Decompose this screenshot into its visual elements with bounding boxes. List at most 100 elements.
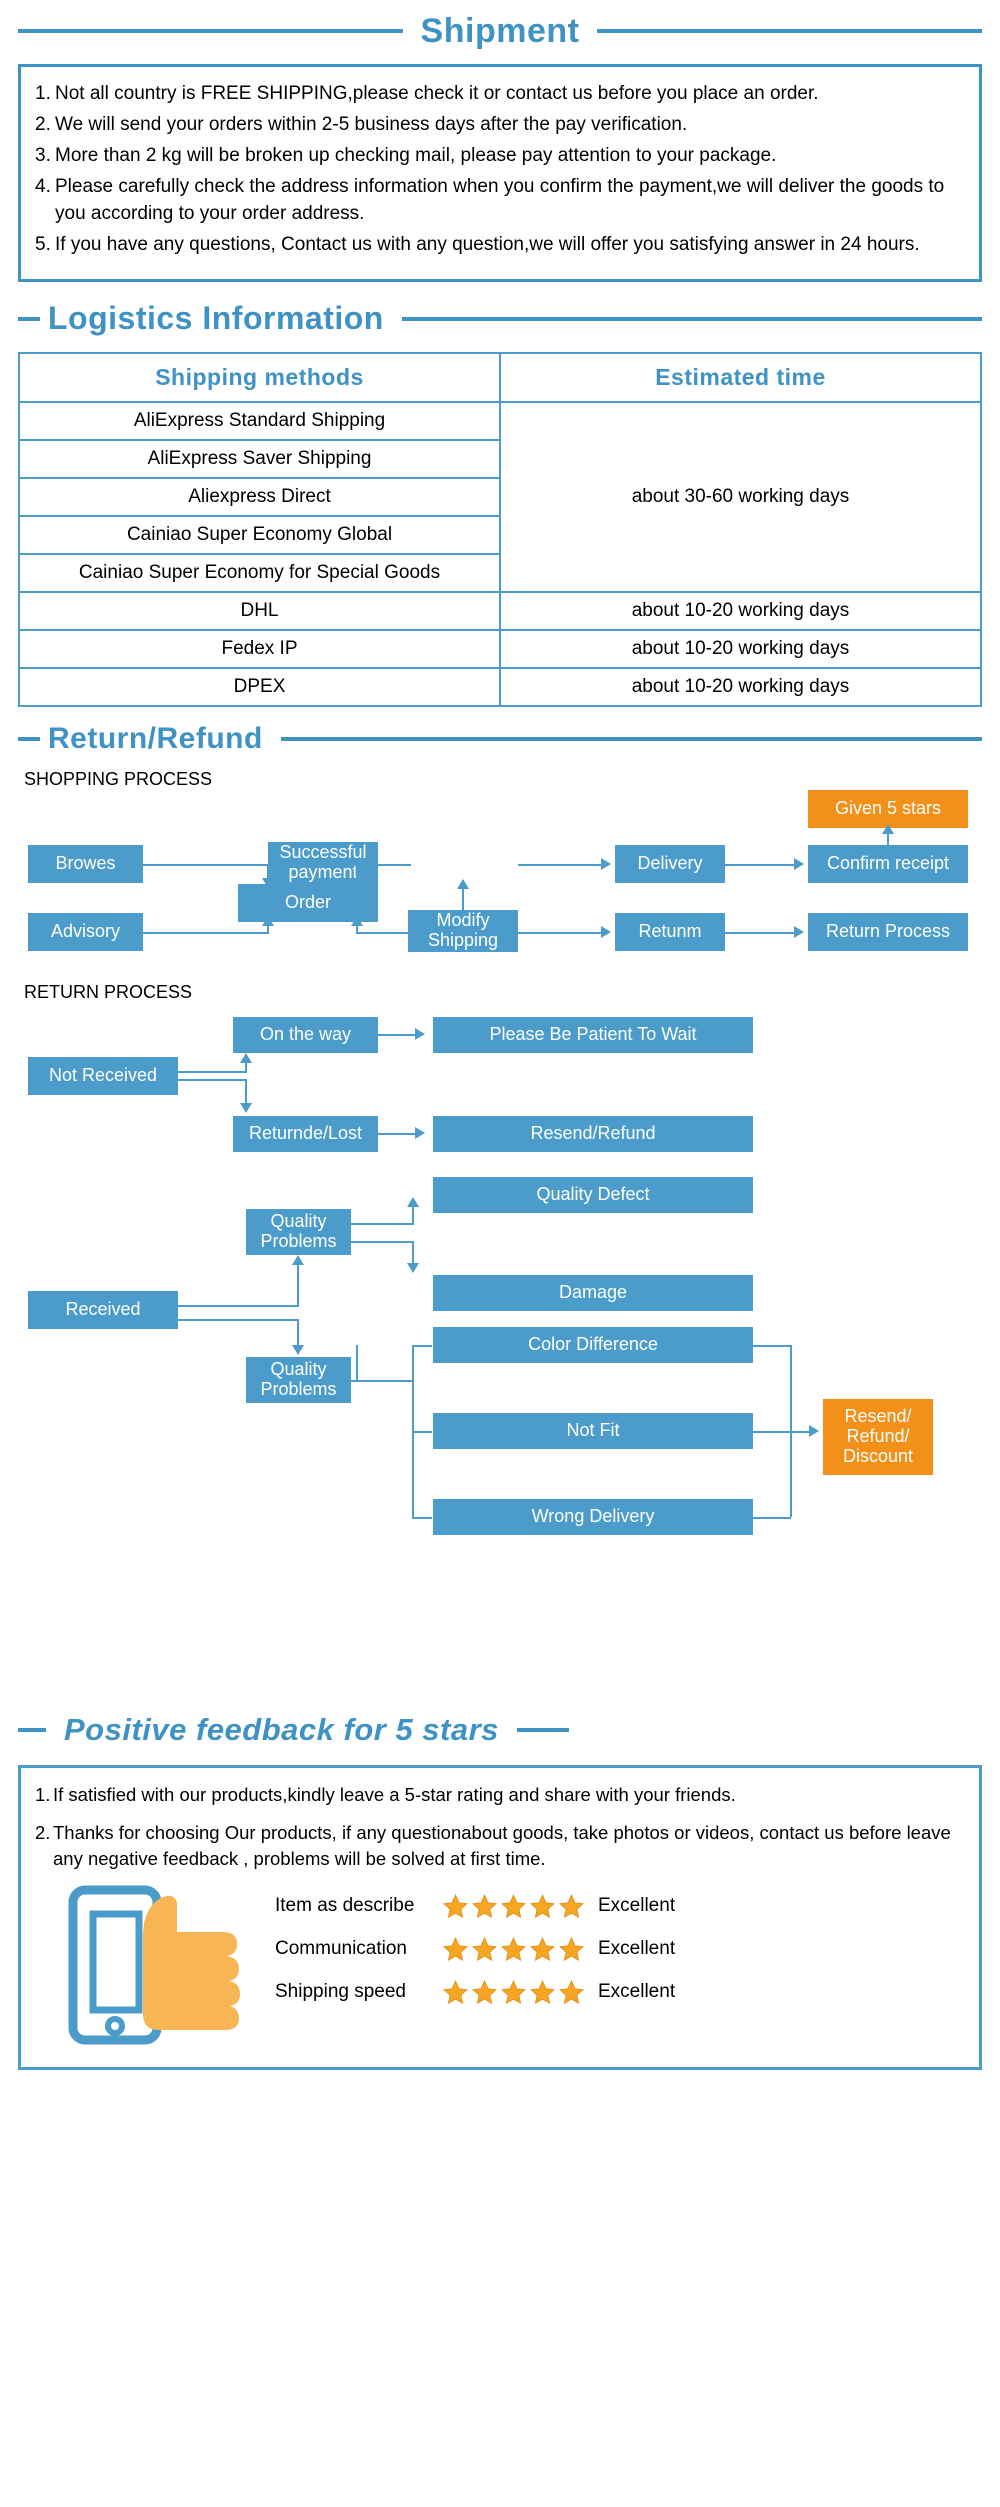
flow-node-damage[interactable]: Damage [433, 1274, 753, 1311]
connector-modify-to-retunm [518, 931, 603, 934]
heading-rule-left [18, 316, 40, 321]
rating-row-communication: Communication Excellent [275, 1936, 965, 1962]
star-rating-5 [443, 1979, 584, 2005]
connector-payment-to-delivery [518, 863, 603, 866]
connector-received-up [178, 1304, 298, 1307]
logistics-title: Logistics Information [48, 300, 384, 337]
connector-color-diff-to-rail [753, 1344, 791, 1347]
connector-wrong-delivery-to-rail [753, 1516, 791, 1519]
cell-method: Fedex IP [18, 628, 501, 669]
shopping-process-label: SHOPPING PROCESS [24, 768, 213, 789]
ratings-row: Item as describe Excellent Communication [35, 1884, 965, 2049]
flow-node-on-the-way[interactable]: On the way [233, 1016, 378, 1053]
flow-node-received[interactable]: Received [28, 1290, 178, 1329]
table-row: Cainiao Super Economy for Special Goods [18, 552, 981, 593]
return-process-flowchart: Not Received On the way Please Be Patien… [18, 1009, 982, 1689]
connector-vertical [356, 863, 358, 880]
heading-rule-left [18, 736, 40, 741]
rating-row-item-as-describe: Item as describe Excellent [275, 1893, 965, 1919]
rating-row-shipping-speed: Shipping speed Excellent [275, 1979, 965, 2005]
arrow-down-icon [407, 1262, 419, 1273]
flow-node-retunm[interactable]: Retunm [615, 912, 725, 951]
heading-rule-right [516, 1727, 569, 1732]
cell-method: AliExpress Standard Shipping [18, 400, 501, 441]
list-item: 3. More than 2 kg will be broken up chec… [35, 143, 963, 170]
feedback-section-heading: Positive feedback for 5 stars [0, 1705, 1000, 1755]
list-text: Please carefully check the address infor… [55, 175, 945, 224]
return-process-label: RETURN PROCESS [24, 981, 193, 1002]
flow-node-not-fit[interactable]: Not Fit [433, 1412, 753, 1449]
flow-node-quality-defect[interactable]: Quality Defect [433, 1176, 753, 1213]
star-icon [530, 1979, 555, 2004]
rating-verdict: Excellent [598, 1981, 676, 2003]
cell-method: DPEX [18, 666, 501, 707]
flow-node-be-patient[interactable]: Please Be Patient To Wait [433, 1016, 753, 1053]
star-icon [559, 1893, 584, 1918]
flow-node-not-received[interactable]: Not Received [28, 1056, 178, 1095]
flow-node-confirm-receipt[interactable]: Confirm receipt [808, 844, 968, 883]
connector-order-to-modify [356, 931, 411, 934]
table-row: Fedex IP about 10-20 working days [18, 628, 982, 669]
list-number: 1. [35, 1783, 51, 1805]
list-text: More than 2 kg will be broken up checkin… [55, 144, 777, 166]
phone-screen-icon [89, 1910, 143, 2014]
star-icon [501, 1979, 526, 2004]
cell-method: AliExpress Saver Shipping [18, 438, 501, 479]
ratings-list: Item as describe Excellent Communication [275, 1884, 965, 2023]
flow-node-browes[interactable]: Browes [28, 844, 143, 883]
star-icon [472, 1936, 497, 1961]
table-row: Cainiao Super Economy Global [18, 514, 981, 555]
flow-node-successful-payment[interactable]: Successful payment [268, 841, 378, 884]
star-icon [559, 1979, 584, 2004]
shopping-process-flowchart: Given 5 stars Browes Successful payment … [18, 789, 982, 960]
connector-to-not-fit [412, 1430, 432, 1433]
star-icon [443, 1936, 468, 1961]
flow-node-resend-refund[interactable]: Resend/Refund [433, 1115, 753, 1152]
feedback-panel: 1. If satisfied with our products,kindly… [18, 1764, 982, 2070]
shipment-title: Shipment [420, 11, 580, 50]
star-icon [501, 1893, 526, 1918]
flow-node-given-5-stars[interactable]: Given 5 stars [808, 789, 968, 828]
star-icon [530, 1936, 555, 1961]
connector-delivery-to-confirm [725, 863, 795, 866]
table-row: Aliexpress Direct [18, 476, 981, 517]
cell-estimated-time: about 10-20 working days [499, 590, 982, 631]
list-text: Not all country is FREE SHIPPING,please … [55, 83, 819, 104]
list-text: If satisfied with our products,kindly le… [53, 1783, 736, 1805]
flow-node-wrong-delivery[interactable]: Wrong Delivery [433, 1498, 753, 1535]
thumb-shape-icon [143, 1895, 240, 2030]
heading-rule-right [597, 29, 982, 33]
return-refund-title: Return/Refund [48, 721, 263, 755]
flow-node-advisory[interactable]: Advisory [28, 912, 143, 951]
list-text: If you have any questions, Contact us wi… [55, 233, 920, 255]
flow-node-quality-problems-1[interactable]: Quality Problems [246, 1208, 351, 1255]
thumbs-up-phone-illustration [55, 1884, 275, 2049]
star-icon [559, 1936, 584, 1961]
connector-received-down [178, 1318, 298, 1321]
star-icon [501, 1936, 526, 1961]
arrow-down-icon [292, 1344, 304, 1355]
list-item: 2. We will send your orders within 2-5 b… [35, 112, 963, 139]
flow-node-delivery[interactable]: Delivery [615, 844, 725, 883]
table-row: DHL about 10-20 working days [18, 590, 982, 631]
list-number: 2. [35, 113, 51, 135]
connector-browes-to-order [143, 863, 268, 866]
flow-node-order[interactable]: Order [238, 883, 378, 922]
column-header-estimated-time: Estimated time [499, 351, 982, 403]
arrow-right-icon [809, 1424, 819, 1437]
flow-node-return-process[interactable]: Return Process [808, 912, 968, 951]
star-icon [443, 1979, 468, 2004]
cell-method: Aliexpress Direct [18, 476, 501, 517]
flow-node-color-difference[interactable]: Color Difference [433, 1326, 753, 1363]
flow-node-resend-refund-discount[interactable]: Resend/ Refund/ Discount [823, 1398, 933, 1475]
arrow-up-icon [882, 823, 894, 834]
flow-node-quality-problems-2[interactable]: Quality Problems [246, 1356, 351, 1403]
connector-confirm-to-stars [887, 829, 889, 846]
table-row: AliExpress Saver Shipping [18, 438, 981, 479]
flow-node-modify-shipping[interactable]: Modify Shipping [408, 909, 518, 952]
star-icon [530, 1893, 555, 1918]
list-number: 3. [35, 144, 51, 166]
arrow-right-icon [601, 857, 611, 870]
flowcharts-wrapper: SHOPPING PROCESS Given 5 stars Browes Su… [18, 769, 982, 1689]
flow-node-returnde-lost[interactable]: Returnde/Lost [233, 1115, 378, 1152]
